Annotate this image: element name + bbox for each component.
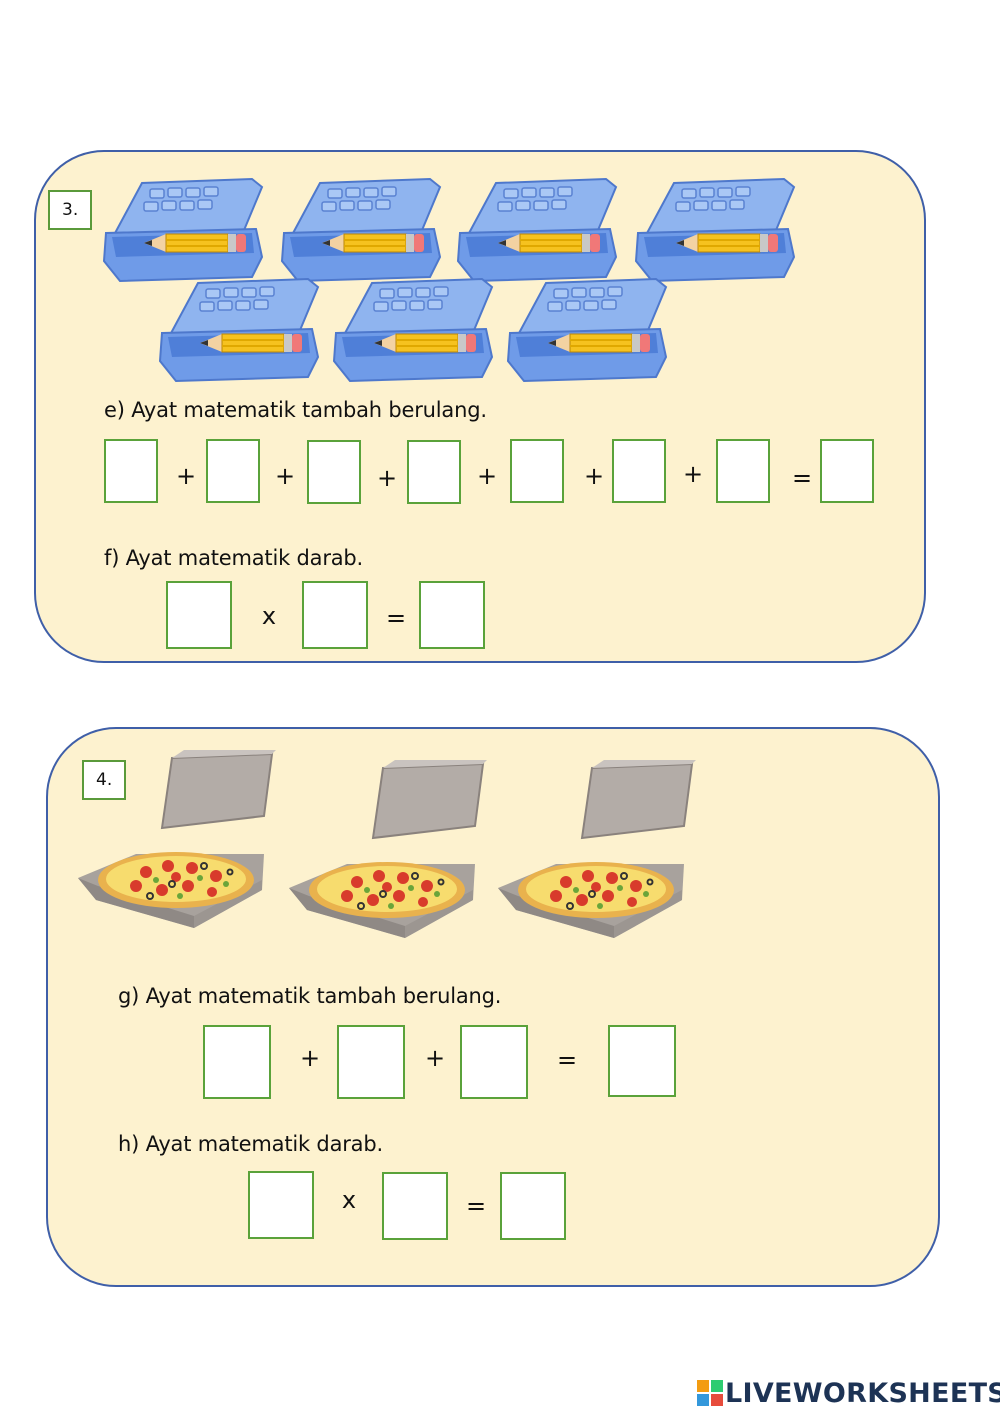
answer-box[interactable] [382, 1172, 448, 1240]
part-h-label: h) Ayat matematik darab. [118, 1132, 383, 1156]
part-g-label: g) Ayat matematik tambah berulang. [118, 984, 502, 1008]
answer-box[interactable] [716, 439, 770, 503]
plus-sign: + [682, 460, 704, 488]
answer-box[interactable] [337, 1025, 405, 1099]
plus-sign: + [274, 462, 296, 490]
times-sign: x [341, 1186, 357, 1214]
answer-box[interactable] [248, 1171, 314, 1239]
pencil-case-image [333, 278, 493, 382]
answer-box[interactable] [419, 581, 485, 649]
part-f-label: f) Ayat matematik darab. [104, 546, 364, 570]
answer-box[interactable] [407, 440, 461, 504]
equals-sign: = [385, 604, 407, 632]
pencil-case-image [635, 178, 795, 282]
plus-sign: + [376, 464, 398, 492]
pencil-case-image [281, 178, 441, 282]
pizza-box-image [497, 760, 697, 939]
answer-box[interactable] [203, 1025, 271, 1099]
equals-sign: = [556, 1046, 578, 1074]
question-number: 4. [82, 760, 126, 800]
liveworksheets-brand[interactable]: LIVEWORKSHEETS [697, 1376, 1000, 1410]
equals-sign: = [465, 1192, 487, 1220]
answer-box[interactable] [612, 439, 666, 503]
answer-box[interactable] [510, 439, 564, 503]
plus-sign: + [424, 1044, 446, 1072]
pencil-case-image [457, 178, 617, 282]
answer-box[interactable] [500, 1172, 566, 1240]
plus-sign: + [175, 462, 197, 490]
plus-sign: + [299, 1044, 321, 1072]
answer-box[interactable] [820, 439, 874, 503]
answer-box[interactable] [307, 440, 361, 504]
answer-box[interactable] [104, 439, 158, 503]
answer-box[interactable] [166, 581, 232, 649]
times-sign: x [261, 602, 277, 630]
equals-sign: = [791, 464, 813, 492]
plus-sign: + [583, 462, 605, 490]
question-number: 3. [48, 190, 92, 230]
pizza-box-image [77, 750, 277, 929]
answer-box[interactable] [460, 1025, 528, 1099]
answer-box[interactable] [302, 581, 368, 649]
brand-name: LIVEWORKSHEETS [725, 1377, 1000, 1409]
liveworksheets-logo-icon [697, 1380, 723, 1406]
part-e-label: e) Ayat matematik tambah berulang. [104, 398, 487, 422]
pencil-case-image [507, 278, 667, 382]
pencil-case-image [159, 278, 319, 382]
answer-box[interactable] [608, 1025, 676, 1097]
pencil-case-image [103, 178, 263, 282]
plus-sign: + [476, 462, 498, 490]
pizza-box-image [288, 760, 488, 939]
answer-box[interactable] [206, 439, 260, 503]
